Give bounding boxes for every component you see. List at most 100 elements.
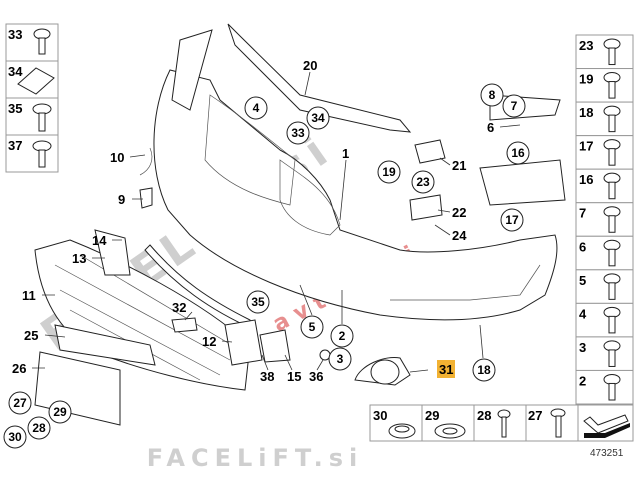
- callout-6: 6: [487, 120, 494, 135]
- svg-text:28: 28: [32, 421, 46, 435]
- legend-5: 5: [579, 273, 586, 288]
- callout-17: 17: [500, 208, 524, 232]
- callout-32: 32: [172, 300, 186, 315]
- circled-callouts: 4 33 34 8 7 16 19 23 17 35 5 2 3 18 27 2…: [3, 83, 530, 449]
- svg-text:34: 34: [311, 111, 325, 125]
- clip-nut-icon: [17, 67, 55, 95]
- fastener-icon: [603, 373, 621, 385]
- legend-cell: [575, 336, 634, 371]
- fastener-shank-icon: [608, 114, 616, 133]
- legend-cell: [575, 202, 634, 237]
- svg-text:27: 27: [13, 396, 27, 410]
- callout-18: 18: [472, 358, 496, 382]
- svg-text:29: 29: [53, 405, 67, 419]
- plain-callouts: 20 1 21 22 24 10 9 14 13 11 25 32 12 26 …: [12, 58, 494, 384]
- fastener-shank-icon: [608, 215, 616, 233]
- legend-3: 3: [579, 340, 586, 355]
- callout-10: 10: [110, 150, 124, 165]
- callout-15: 15: [287, 369, 301, 384]
- callout-21: 21: [452, 158, 466, 173]
- legend-cell: [575, 168, 634, 204]
- leader-lines: [32, 71, 521, 373]
- svg-text:16: 16: [511, 146, 525, 160]
- legend-cell: [575, 269, 634, 304]
- callout-38: 38: [260, 369, 274, 384]
- legend-7: 7: [579, 206, 586, 221]
- svg-text:5: 5: [309, 320, 316, 334]
- callout-31-highlighted[interactable]: 31: [437, 360, 455, 378]
- callout-23: 23: [411, 170, 435, 194]
- legend-30: 30: [373, 408, 387, 423]
- legend-16: 16: [579, 172, 593, 187]
- callout-13: 13: [72, 251, 86, 266]
- callout-12: 12: [202, 334, 216, 349]
- legend-cell: [575, 235, 634, 271]
- legend-cell: [575, 135, 634, 170]
- fastener-icon: [603, 273, 621, 285]
- screw-icon: [33, 28, 51, 55]
- callout-33: 33: [286, 121, 310, 145]
- screw-icon: [497, 409, 511, 438]
- svg-text:7: 7: [511, 99, 518, 113]
- legend-2: 2: [579, 373, 586, 388]
- bottom-watermark: FACELiFT.si: [147, 444, 364, 472]
- hex-screw-icon: [32, 103, 52, 132]
- callout-36: 36: [309, 369, 323, 384]
- svg-text:35: 35: [251, 295, 265, 309]
- callout-8: 8: [480, 83, 504, 107]
- svg-text:19: 19: [382, 165, 396, 179]
- screw-icon: [550, 408, 566, 438]
- legend-37: 37: [8, 138, 22, 153]
- grommet-icon: [388, 423, 416, 439]
- legend-34: 34: [8, 64, 23, 79]
- legend-4: 4: [579, 306, 587, 321]
- svg-text:23: 23: [416, 175, 430, 189]
- callout-19: 19: [377, 160, 401, 184]
- fastener-icon: [603, 72, 621, 84]
- fastener-shank-icon: [608, 282, 616, 300]
- fastener-icon: [603, 340, 621, 352]
- callout-9: 9: [118, 192, 125, 207]
- callout-14: 14: [92, 233, 107, 248]
- callout-16: 16: [506, 141, 530, 165]
- svg-text:17: 17: [505, 213, 519, 227]
- legend-17: 17: [579, 139, 593, 154]
- callout-4: 4: [244, 96, 268, 120]
- fastener-shank-icon: [608, 181, 616, 200]
- svg-text:33: 33: [291, 126, 305, 140]
- fastener-shank-icon: [608, 382, 616, 401]
- legend-27: 27: [528, 408, 542, 423]
- svg-text:31: 31: [439, 362, 453, 377]
- legend-19: 19: [579, 72, 593, 87]
- fastener-shank-icon: [608, 81, 616, 99]
- svg-text:8: 8: [489, 88, 496, 102]
- legend-cell: [575, 369, 634, 405]
- callout-2: 2: [330, 324, 354, 348]
- callout-22: 22: [452, 205, 466, 220]
- legend-23: 23: [579, 38, 593, 53]
- callout-30: 30: [3, 425, 27, 449]
- callout-29: 29: [48, 400, 72, 424]
- callout-24: 24: [452, 228, 467, 243]
- legend-35: 35: [8, 101, 22, 116]
- callout-27: 27: [8, 391, 32, 415]
- svg-text:30: 30: [8, 430, 22, 444]
- callout-35: 35: [246, 290, 270, 314]
- direction-arrow-icon: [583, 414, 630, 438]
- legend-6: 6: [579, 239, 586, 254]
- fastener-icon: [603, 105, 621, 117]
- callout-5: 5: [300, 315, 324, 339]
- svg-text:4: 4: [253, 101, 260, 115]
- left-legend: 33 34 35 37: [5, 23, 59, 173]
- diagram-number: 473251: [590, 448, 624, 459]
- legend-29: 29: [425, 408, 439, 423]
- fastener-icon: [603, 38, 621, 50]
- washer-icon: [434, 423, 466, 439]
- fastener-shank-icon: [608, 315, 616, 334]
- bottom-legend: 30 29 28 27: [369, 404, 634, 442]
- callout-20: 20: [303, 58, 317, 73]
- legend-cell: [575, 68, 634, 103]
